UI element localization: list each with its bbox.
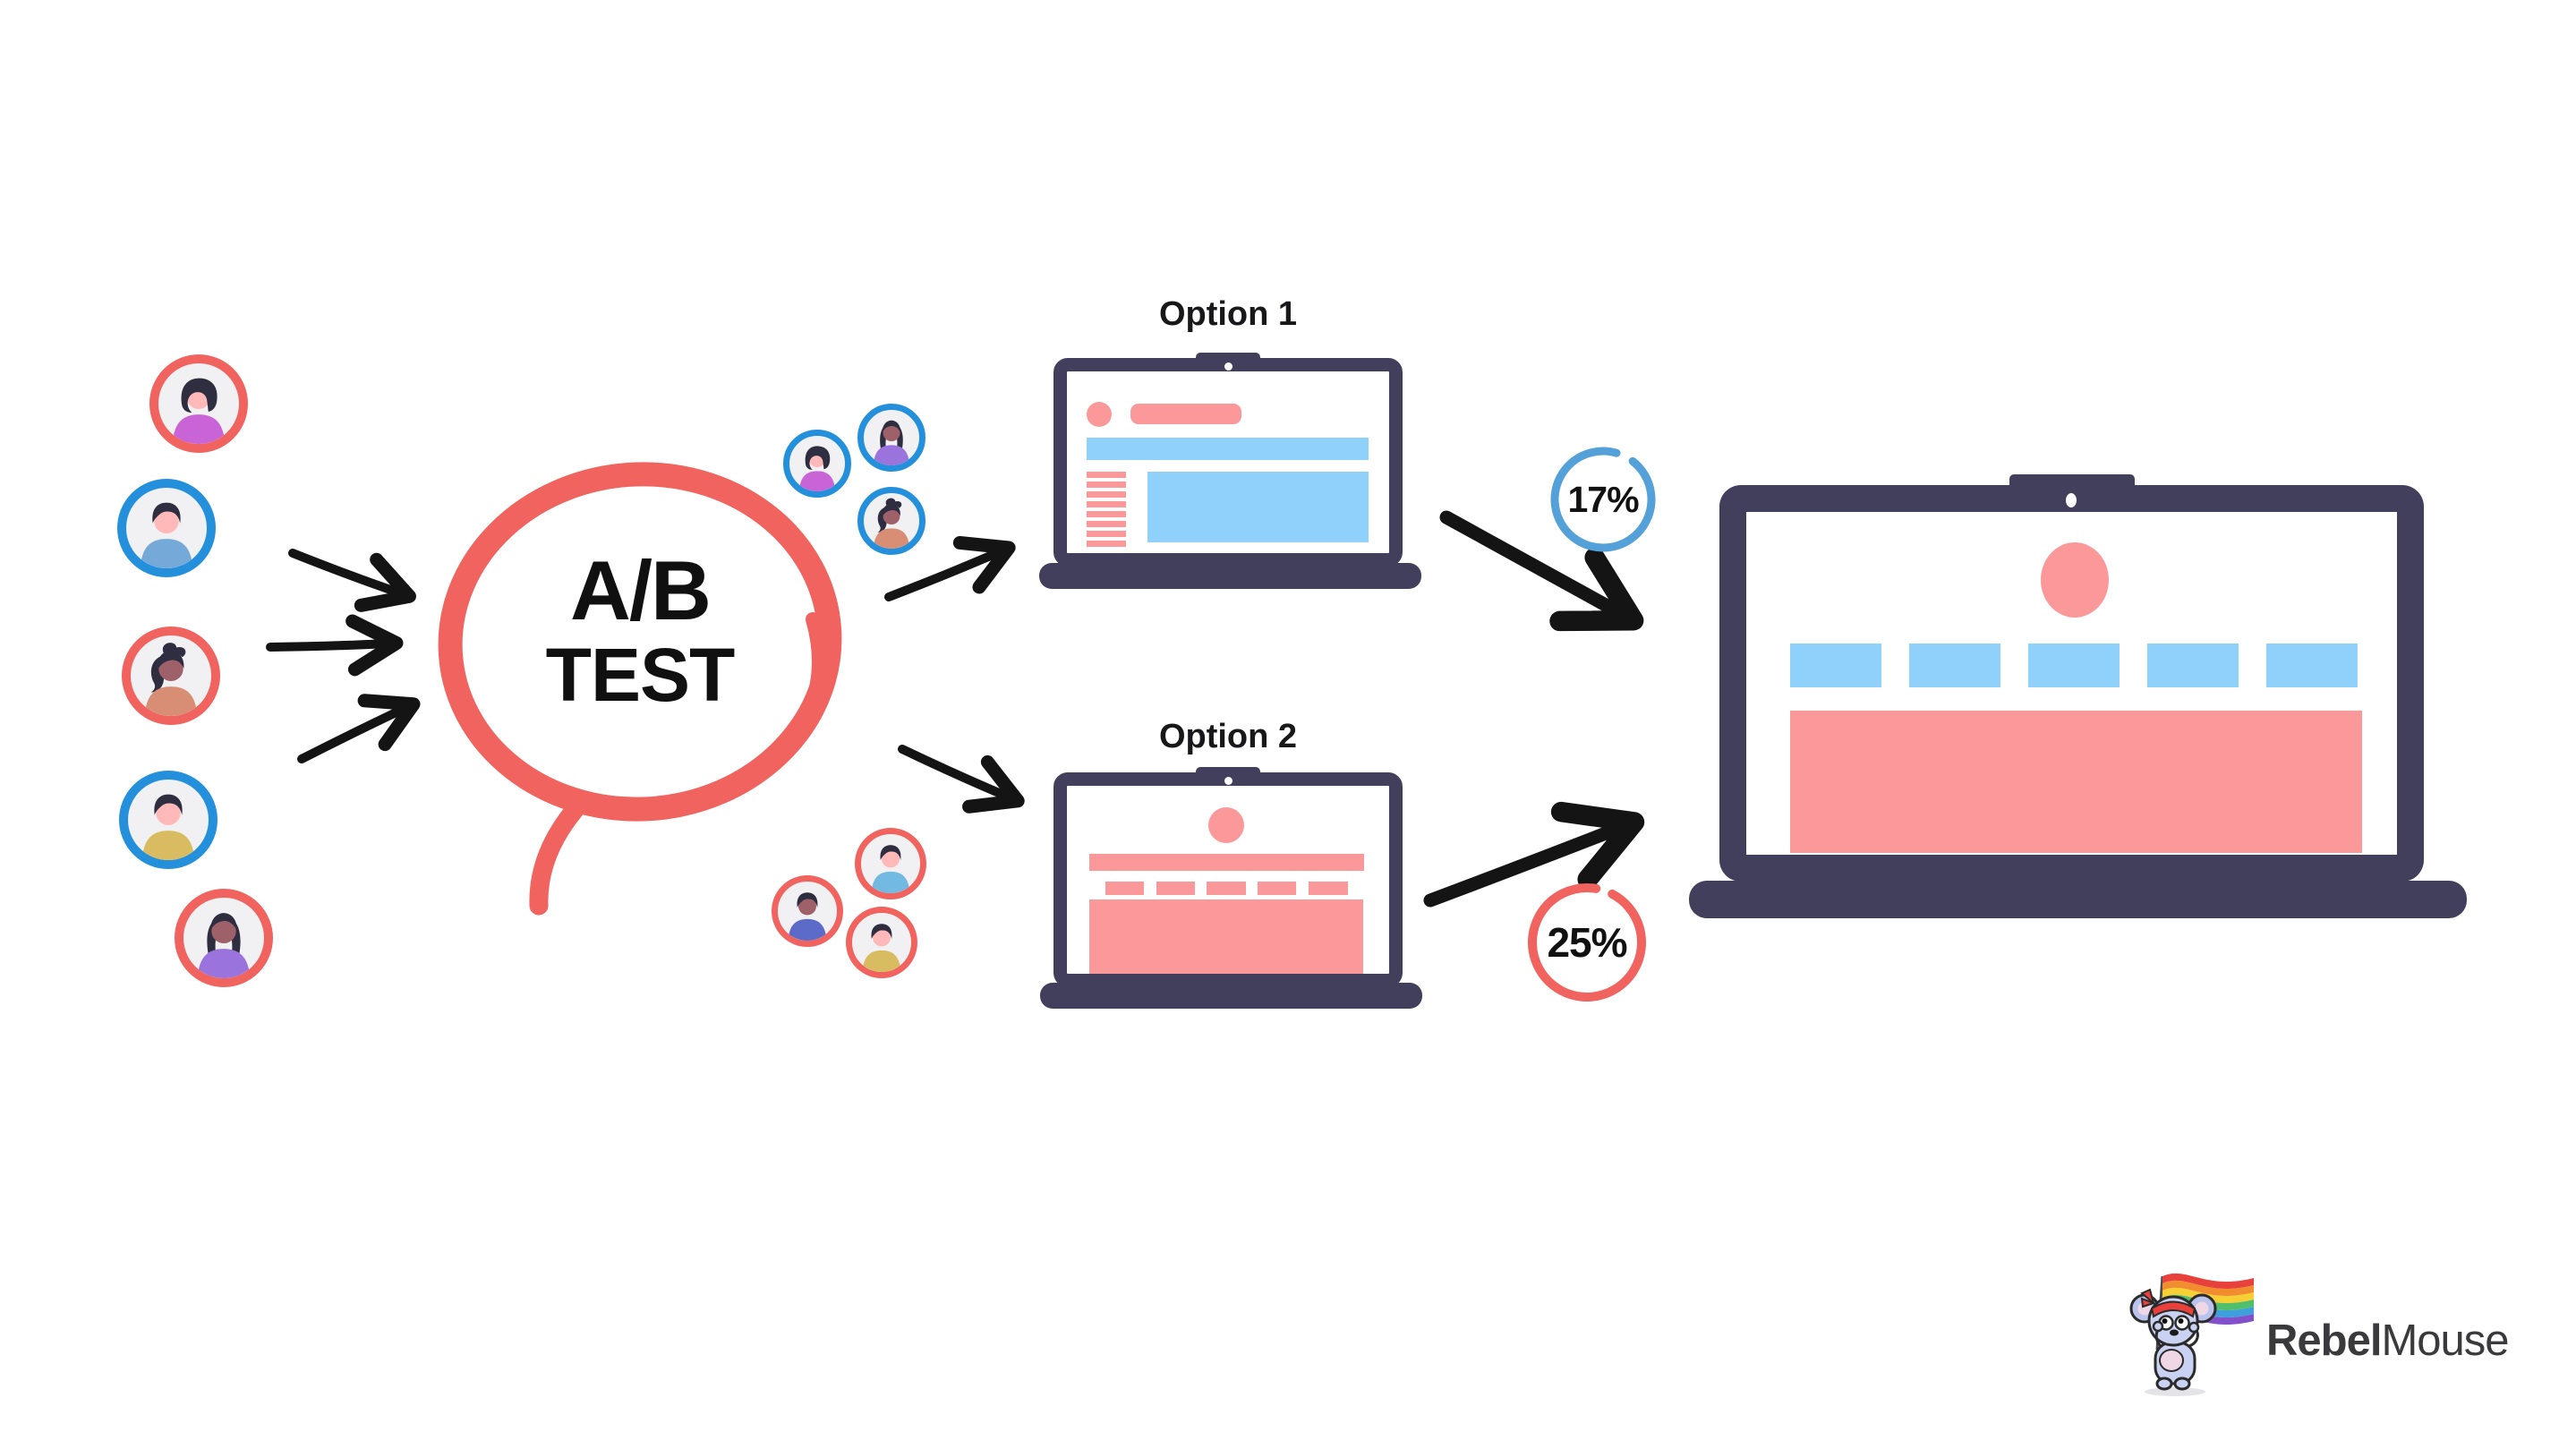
flow-arrow xyxy=(266,614,404,677)
wireframe-nav-tile xyxy=(1790,644,1881,687)
laptop-base xyxy=(1040,983,1422,1009)
koala-mascot-icon xyxy=(2129,1273,2254,1396)
option1-conversion-badge: 17% xyxy=(1549,446,1657,553)
option1-label: Option 1 xyxy=(1158,295,1298,333)
person-icon xyxy=(862,924,901,972)
flow-arrow xyxy=(884,535,1016,601)
wireframe-hero-block xyxy=(1147,472,1369,542)
webcam-icon xyxy=(1224,777,1233,785)
variant-a-user-avatar xyxy=(857,487,925,555)
sketch-ring-blue xyxy=(1550,447,1656,552)
audience-avatar xyxy=(122,626,220,725)
option2-label: Option 2 xyxy=(1158,718,1298,755)
person-icon xyxy=(873,498,910,549)
wireframe-text-lines xyxy=(1087,472,1126,547)
person-icon xyxy=(798,446,836,491)
wireframe-nav-tile xyxy=(2028,644,2120,687)
person-icon xyxy=(141,794,195,860)
wireframe-nav-bar xyxy=(1087,438,1369,460)
laptop-base xyxy=(1689,881,2467,918)
wireframe-nav-tile xyxy=(2266,644,2358,687)
wireframe-nav-tile xyxy=(1909,644,2000,687)
rebelmouse-wordmark: RebelMouse xyxy=(2266,1316,2510,1366)
laptop-base xyxy=(1039,563,1421,589)
wireframe-menu-dash xyxy=(1105,882,1144,895)
rebelmouse-wordmark-regular: Mouse xyxy=(2381,1317,2509,1365)
variant-a-user-avatar xyxy=(783,430,851,498)
person-icon xyxy=(140,502,193,568)
ab-test-title-line2: TEST xyxy=(545,633,736,717)
audience-avatar xyxy=(117,479,216,577)
variant-b-user-avatar xyxy=(855,828,926,899)
person-icon xyxy=(873,420,910,465)
ab-test-title-line1: A/B xyxy=(570,543,712,637)
person-icon xyxy=(788,892,827,941)
wireframe-logo-dot xyxy=(2041,542,2109,618)
webcam-icon xyxy=(1224,362,1233,371)
wireframe-hero-block xyxy=(1089,899,1363,974)
sketch-ring-red xyxy=(1528,883,1646,1002)
flow-arrow xyxy=(297,694,421,763)
person-icon xyxy=(172,378,226,444)
rebelmouse-wordmark-bold: Rebel xyxy=(2266,1317,2382,1365)
wireframe-logo-dot xyxy=(1208,807,1244,843)
variant-b-user-avatar xyxy=(772,875,843,947)
wireframe-menu-dash xyxy=(1309,882,1348,895)
audience-avatar xyxy=(175,889,273,987)
wireframe-header-bar xyxy=(1089,854,1364,871)
audience-avatar xyxy=(149,354,248,453)
flow-arrow xyxy=(898,745,1025,814)
option2-conversion-badge: 25% xyxy=(1526,882,1648,1003)
person-icon xyxy=(871,845,910,893)
flow-arrow xyxy=(288,549,416,612)
variant-a-user-avatar xyxy=(857,404,925,472)
wireframe-title-bar xyxy=(1130,404,1241,424)
option1-conversion-value: 17% xyxy=(1567,478,1639,520)
wireframe-menu-dash xyxy=(1258,882,1296,895)
person-icon xyxy=(197,913,251,978)
wireframe-menu-dash xyxy=(1207,882,1246,895)
wireframe-nav-tile xyxy=(2147,644,2239,687)
wireframe-hero-block xyxy=(1790,711,2362,853)
audience-avatar xyxy=(119,771,218,869)
option2-conversion-value: 25% xyxy=(1547,919,1627,966)
ab-test-title: A/B TEST xyxy=(452,543,828,717)
webcam-icon xyxy=(2066,493,2077,507)
wireframe-menu-dash xyxy=(1156,882,1195,895)
wireframe-logo-dot xyxy=(1087,402,1112,427)
person-icon xyxy=(144,643,198,716)
variant-b-user-avatar xyxy=(846,907,917,978)
